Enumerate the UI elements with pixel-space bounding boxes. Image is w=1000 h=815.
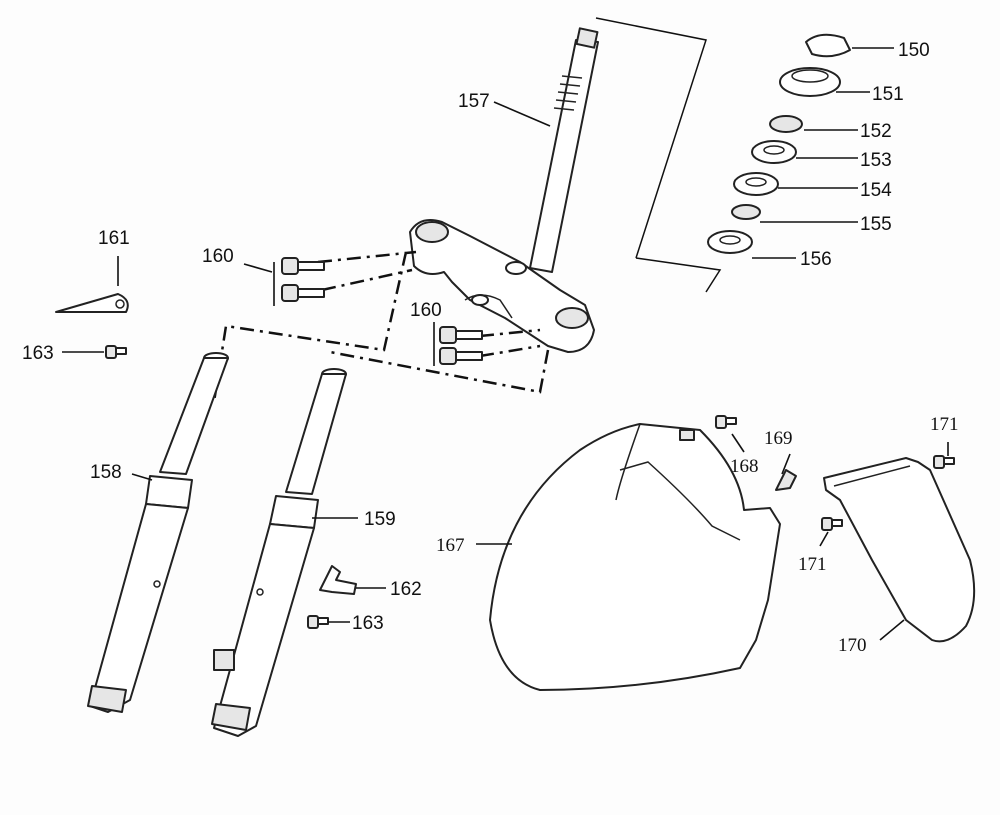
callout-169: 169 <box>764 428 793 449</box>
part-169-clip <box>775 469 797 491</box>
part-159-fork-right <box>211 368 347 737</box>
part-168-screw <box>715 415 737 429</box>
callout-150: 150 <box>898 40 930 61</box>
triple-clamp <box>409 219 595 353</box>
part-163-screw-upper <box>105 345 127 359</box>
bearing-stack <box>707 33 851 254</box>
callout-162: 162 <box>390 579 422 600</box>
callout-152: 152 <box>860 121 892 142</box>
part-157-steering-stem <box>529 27 599 273</box>
part-167-front-fender <box>489 423 781 691</box>
part-162-hose-clip <box>319 565 357 595</box>
callout-163-upper: 163 <box>22 343 54 364</box>
part-171-screw-upper <box>933 455 955 469</box>
callout-171-upper: 171 <box>930 414 959 435</box>
part-152-ball-race <box>769 115 803 133</box>
part-154-cup <box>733 172 779 196</box>
callout-163-lower: 163 <box>352 613 384 634</box>
callout-171-lower: 171 <box>798 554 827 575</box>
part-153-cone <box>751 140 797 164</box>
part-158-fork-left <box>87 352 229 713</box>
callout-159: 159 <box>364 509 396 530</box>
part-160-bolts-lower <box>439 326 483 365</box>
callout-160-lower: 160 <box>410 300 442 321</box>
callout-154: 154 <box>860 180 892 201</box>
part-155-ball-race <box>731 204 761 220</box>
part-150-lock-nut <box>805 33 851 58</box>
callout-167: 167 <box>436 535 465 556</box>
callout-153: 153 <box>860 150 892 171</box>
part-161-cable-guide <box>55 293 129 313</box>
callout-157: 157 <box>458 91 490 112</box>
part-163-screw-lower <box>307 615 329 629</box>
stem-bearing-bracket <box>595 17 722 293</box>
callout-158: 158 <box>90 462 122 483</box>
leader-lines <box>62 47 949 641</box>
part-170-inner-panel <box>823 457 976 643</box>
part-171-screw-lower <box>821 517 843 531</box>
part-160-bolts-upper <box>281 257 325 302</box>
callout-155: 155 <box>860 214 892 235</box>
callout-168: 168 <box>730 456 759 477</box>
callout-156: 156 <box>800 249 832 270</box>
callout-labels: 150 151 152 153 154 155 156 157 158 159 … <box>22 40 959 656</box>
callout-161: 161 <box>98 228 130 249</box>
callout-170: 170 <box>838 635 867 656</box>
part-151-adjust-nut <box>779 67 841 97</box>
part-156-lower-cone <box>707 230 753 254</box>
callout-160-upper: 160 <box>202 246 234 267</box>
callout-151: 151 <box>872 84 904 105</box>
